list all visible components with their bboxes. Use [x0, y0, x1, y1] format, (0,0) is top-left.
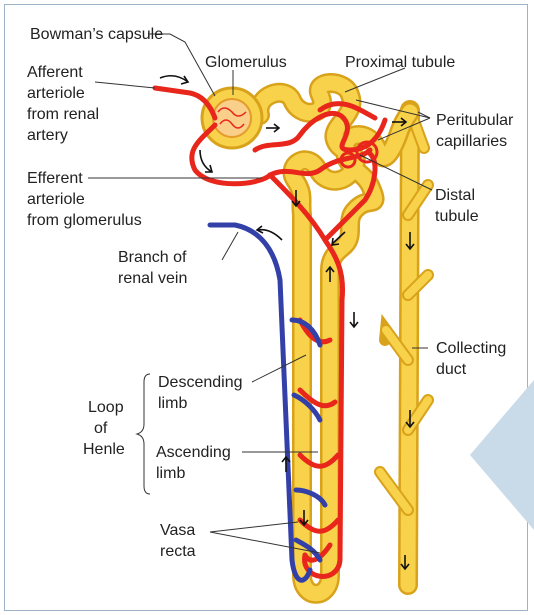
- label-descending-line2: limb: [158, 393, 187, 414]
- label-vasa-line2: recta: [160, 541, 196, 562]
- label-collecting-line2: duct: [436, 359, 466, 380]
- label-bowmans-capsule: Bowman’s capsule: [30, 24, 163, 45]
- label-loop-line1: Loop: [88, 397, 124, 418]
- label-efferent-line3: from glomerulus: [27, 210, 142, 231]
- label-peritubular-line2: capillaries: [436, 131, 507, 152]
- label-collecting-line1: Collecting: [436, 338, 506, 359]
- label-ascending-line2: limb: [156, 463, 185, 484]
- label-afferent-line1: Afferent: [27, 62, 83, 83]
- label-loop-line3: Henle: [83, 439, 125, 460]
- label-efferent-line1: Efferent: [27, 168, 83, 189]
- background-shape: [470, 380, 534, 530]
- label-afferent-line2: arteriole: [27, 83, 85, 104]
- label-distal-line1: Distal: [435, 185, 475, 206]
- label-renal-vein-line2: renal vein: [118, 268, 187, 289]
- label-descending-line1: Descending: [158, 372, 243, 393]
- label-efferent-line2: arteriole: [27, 189, 85, 210]
- label-proximal-tubule: Proximal tubule: [345, 52, 455, 73]
- label-vasa-line1: Vasa: [160, 520, 195, 541]
- label-glomerulus: Glomerulus: [205, 52, 287, 73]
- label-loop-line2: of: [94, 418, 107, 439]
- label-ascending-line1: Ascending: [156, 442, 231, 463]
- label-afferent-line3: from renal: [27, 104, 99, 125]
- label-afferent-line4: artery: [27, 125, 68, 146]
- bowmans-capsule-shape: [202, 88, 262, 148]
- label-renal-vein-line1: Branch of: [118, 247, 186, 268]
- label-distal-line2: tubule: [435, 206, 479, 227]
- label-peritubular-line1: Peritubular: [436, 110, 513, 131]
